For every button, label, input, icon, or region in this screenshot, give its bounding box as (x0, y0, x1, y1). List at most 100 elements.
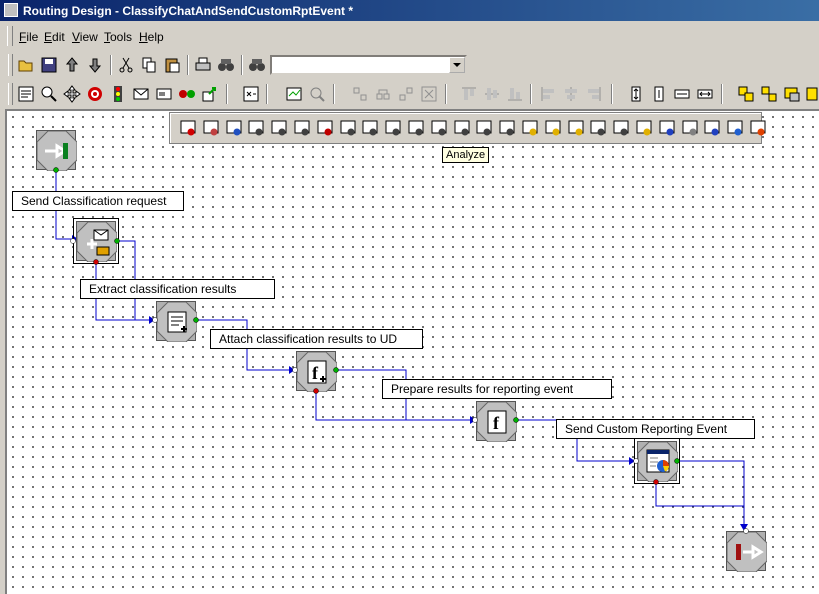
media-icon[interactable] (657, 118, 677, 138)
move-icon[interactable] (62, 84, 82, 104)
traffic-light-icon[interactable] (108, 84, 128, 104)
report-node[interactable] (634, 438, 680, 484)
redirect-icon[interactable] (360, 118, 380, 138)
entry-node[interactable] (36, 130, 77, 171)
route-icon[interactable] (292, 118, 312, 138)
folder-icon[interactable] (634, 118, 654, 138)
search-combo[interactable] (270, 55, 467, 75)
analyze-icon[interactable] (680, 118, 700, 138)
design-canvas[interactable] (5, 109, 819, 594)
wire-prepare-report (516, 419, 635, 462)
exit-node[interactable] (726, 531, 767, 572)
menu-file[interactable]: File (19, 30, 39, 44)
paste-icon[interactable] (162, 55, 182, 75)
align-center-icon[interactable] (561, 84, 581, 104)
globe-icon[interactable] (725, 118, 745, 138)
align-bottom-icon[interactable] (505, 84, 525, 104)
chat-icon[interactable] (566, 118, 586, 138)
align-right-icon[interactable] (584, 84, 604, 104)
label-send-custom[interactable]: Send Custom Reporting Event (556, 419, 755, 439)
attach-icon[interactable] (452, 118, 472, 138)
toolbar-separator (110, 55, 112, 75)
email-icon[interactable] (520, 118, 540, 138)
queue-icon[interactable] (246, 118, 266, 138)
connect-icon[interactable] (177, 84, 197, 104)
variable-icon[interactable] (241, 84, 261, 104)
toolbar-separator (226, 84, 228, 104)
export-icon[interactable] (200, 84, 220, 104)
find-icon[interactable] (216, 55, 236, 75)
cut-icon[interactable] (116, 55, 136, 75)
delete-icon[interactable] (419, 84, 439, 104)
reply-icon[interactable] (315, 118, 335, 138)
align-c-icon[interactable] (396, 84, 416, 104)
toolbar-separator (611, 84, 613, 104)
retrieve-icon[interactable] (85, 55, 105, 75)
arrow-head (289, 366, 295, 374)
publish-icon[interactable] (62, 55, 82, 75)
align-top-icon[interactable] (459, 84, 479, 104)
space-horizontal2-icon[interactable] (695, 84, 715, 104)
toolbar-grip (8, 83, 13, 105)
forward-icon[interactable] (338, 118, 358, 138)
mailbox-icon[interactable] (429, 118, 449, 138)
menu-help[interactable]: Help (139, 30, 164, 44)
label-prepare[interactable]: Prepare results for reporting event (382, 379, 612, 399)
users-icon[interactable] (497, 118, 517, 138)
align-b-icon[interactable] (373, 84, 393, 104)
space-vertical-icon[interactable] (626, 84, 646, 104)
email-open-icon[interactable] (543, 118, 563, 138)
exit-object-icon[interactable] (178, 118, 198, 138)
menu-tools[interactable]: Tools (104, 30, 133, 44)
toolbar-grip (8, 54, 13, 76)
target-icon[interactable] (85, 84, 105, 104)
extract-node[interactable] (156, 301, 197, 342)
prepare-node[interactable]: f (476, 401, 517, 442)
toolbar-separator (333, 84, 335, 104)
label-send-classification[interactable]: Send Classification request (12, 191, 184, 211)
arrow-head (149, 316, 155, 324)
ungroup-icon[interactable] (759, 84, 779, 104)
rpc-icon[interactable] (284, 84, 304, 104)
menu-view[interactable]: View (72, 30, 98, 44)
label-attach[interactable]: Attach classification results to UD (210, 329, 423, 349)
copy-icon[interactable] (139, 55, 159, 75)
search-icon[interactable] (247, 55, 267, 75)
zoom-icon[interactable] (39, 84, 59, 104)
window-title: Routing Design - ClassifyChatAndSendCust… (23, 4, 354, 18)
open-icon[interactable] (16, 55, 36, 75)
stop-icon[interactable] (474, 118, 494, 138)
align-middle-icon[interactable] (482, 84, 502, 104)
print-icon[interactable] (193, 55, 213, 75)
back-icon[interactable] (805, 84, 819, 104)
align-left-icon[interactable] (538, 84, 558, 104)
group-icon[interactable] (736, 84, 756, 104)
properties-icon[interactable] (16, 84, 36, 104)
note-icon[interactable] (702, 118, 722, 138)
align-a-icon[interactable] (350, 84, 370, 104)
menu-edit[interactable]: Edit (44, 30, 65, 44)
standard-toolbar (8, 52, 478, 78)
screen-icon[interactable] (406, 118, 426, 138)
inspect-icon[interactable] (307, 84, 327, 104)
tooltip: Analyze (442, 147, 490, 163)
space-horizontal-icon[interactable] (672, 84, 692, 104)
save-icon[interactable] (39, 55, 59, 75)
space-vertical2-icon[interactable] (649, 84, 669, 104)
disconnect-icon[interactable] (201, 118, 221, 138)
rectangle-icon[interactable] (154, 84, 174, 104)
chat-open-icon[interactable] (588, 118, 608, 138)
message-icon[interactable] (269, 118, 289, 138)
custom-icon[interactable] (748, 118, 768, 138)
attach-node[interactable]: f (296, 351, 337, 392)
label-extract[interactable]: Extract classification results (80, 279, 275, 299)
toolbar-separator (445, 84, 447, 104)
front-icon[interactable] (782, 84, 802, 104)
mail-icon[interactable] (131, 84, 151, 104)
chevron-down-icon[interactable] (449, 57, 465, 73)
classify-icon[interactable] (383, 118, 403, 138)
toolbar-separator (721, 84, 723, 104)
transfer-icon[interactable] (224, 118, 244, 138)
contact-icon[interactable] (611, 118, 631, 138)
wire-attach-fail (315, 390, 476, 421)
